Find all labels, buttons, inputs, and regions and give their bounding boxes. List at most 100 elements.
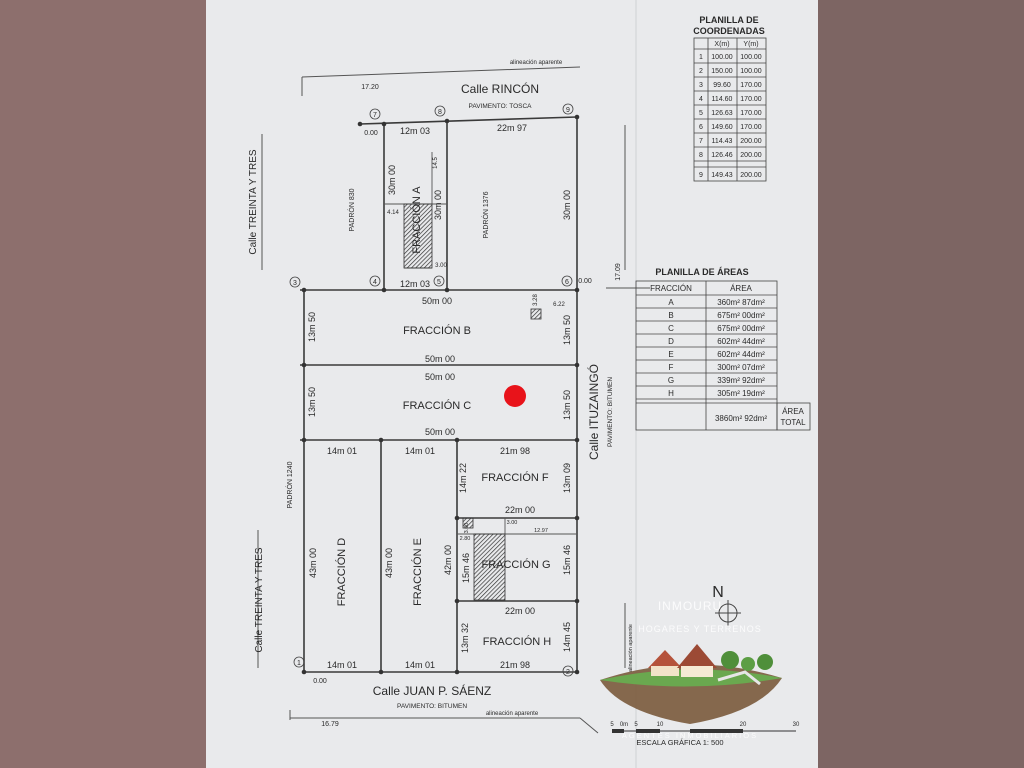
coord-table-title-1: PLANILLA DE: [699, 15, 758, 25]
point-1: 1: [297, 660, 301, 667]
coord-row-2-id: 2: [699, 68, 703, 75]
scale-label: ESCALA GRÁFICA 1: 500: [636, 738, 723, 747]
area-row-h-name: H: [668, 389, 674, 398]
street-rincon-pavement: PAVIMENTO: TOSCA: [469, 103, 533, 110]
dim-0-00-top: 0.00: [364, 130, 378, 137]
coord-row-8-id: 8: [699, 152, 703, 159]
point-4: 4: [373, 279, 377, 286]
dim-17-20: 17.20: [361, 84, 379, 91]
dim-3-00-c: 3.00: [507, 520, 518, 526]
dim-50m00-a: 50m 00: [422, 296, 452, 306]
dim-15m46-b: 15m 46: [562, 545, 572, 575]
watermark-footer: AGENTES INMOBILIARIOS: [622, 731, 758, 740]
coord-row-3-y: 170.00: [740, 82, 762, 89]
street-treinta-y-tres-bottom: Calle TREINTA Y TRES: [254, 547, 265, 653]
scale-tick-6: 30: [793, 722, 800, 728]
point-7: 7: [373, 112, 377, 119]
dim-0-00-bottom: 0.00: [313, 678, 327, 685]
padron-830: PADRÓN 830: [347, 188, 356, 231]
area-total-label-2: TOTAL: [780, 418, 806, 427]
dim-12m03-bottom: 12m 03: [400, 279, 430, 289]
area-row-a-value: 360m² 87dm²: [717, 298, 765, 307]
coord-row-5-id: 5: [699, 110, 703, 117]
fraccion-c-label: FRACCIÓN C: [403, 399, 472, 412]
point-2: 2: [566, 669, 570, 676]
coordinates-table: PLANILLA DE COORDENADAS X(m) Y(m) 1 100.…: [693, 15, 767, 182]
coord-row-3-id: 3: [699, 82, 703, 89]
area-total-label-1: ÁREA: [782, 407, 804, 416]
dim-43m00-a: 43m 00: [308, 548, 318, 578]
point-3: 3: [293, 280, 297, 287]
area-row-e-value: 602m² 44dm²: [717, 350, 765, 359]
dim-13m32: 13m 32: [460, 623, 470, 653]
street-saenz: Calle JUAN P. SÁENZ: [373, 683, 491, 698]
dim-14m22: 14m 22: [458, 463, 468, 493]
alignment-label-top: alineación aparente: [510, 60, 563, 66]
dim-22m97: 22m 97: [497, 123, 527, 133]
fraccion-f-label: FRACCIÓN F: [481, 471, 549, 484]
street-ituzaingo-pavement: PAVIMENTO: BITUMEN: [607, 377, 614, 447]
dim-43m00-b: 43m 00: [384, 548, 394, 578]
vertex-dots: [301, 114, 580, 675]
dim-30m00-c: 30m 00: [562, 190, 572, 220]
north-arrow: N: [712, 584, 741, 626]
coord-row-1-y: 100.00: [740, 54, 762, 61]
area-row-a-name: A: [668, 298, 674, 307]
alignment-label-right: alineación aparente: [628, 624, 634, 672]
area-table-title: PLANILLA DE ÁREAS: [655, 267, 748, 277]
dim-16-79: 16.79: [321, 721, 339, 728]
watermark-brand: INMOURU: [658, 599, 722, 613]
dim-3-00-b: 3.00: [464, 523, 470, 534]
fraccion-d-label: FRACCIÓN D: [335, 538, 348, 607]
dim-22m00-a: 22m 00: [505, 505, 535, 515]
fraccion-a-label: FRACCIÓN A: [410, 186, 423, 254]
coord-row-9-x: 149.43: [711, 172, 733, 179]
coord-row-1-x: 100.00: [711, 54, 733, 61]
dim-14m45: 14m 45: [562, 622, 572, 652]
areas-table: PLANILLA DE ÁREAS FRACCIÓN ÁREA A 360m² …: [635, 267, 811, 431]
lot-lines: [300, 116, 578, 673]
dim-12m03-top: 12m 03: [400, 126, 430, 136]
fraccion-b-label: FRACCIÓN B: [403, 324, 471, 337]
area-row-g-value: 339m² 92dm²: [717, 376, 765, 385]
point-8: 8: [438, 109, 442, 116]
coord-row-6-x: 149.60: [711, 124, 733, 131]
dim-13m50-c: 13m 50: [307, 387, 317, 417]
dim-0-00-right: 0.00: [578, 278, 592, 285]
area-header-fraccion: FRACCIÓN: [650, 284, 692, 293]
coord-row-6-y: 170.00: [740, 124, 762, 131]
point-9: 9: [566, 107, 570, 114]
dim-42m00: 42m 00: [443, 545, 453, 575]
dim-50m00-b: 50m 00: [425, 354, 455, 364]
road-lines: [257, 66, 650, 734]
area-total-value: 3860m² 92dm²: [715, 414, 767, 423]
dim-22m00-b: 22m 00: [505, 606, 535, 616]
dim-14m01-a: 14m 01: [327, 446, 357, 456]
area-row-b-value: 675m² 00dm²: [717, 311, 765, 320]
dim-3-00-a: 3.00: [435, 263, 447, 269]
dim-21m98-a: 21m 98: [500, 446, 530, 456]
dim-17-09: 17.09: [615, 263, 622, 281]
dim-30m00-b: 30m 00: [433, 190, 443, 220]
point-6: 6: [565, 279, 569, 286]
padron-1240: PADRÓN 1240: [285, 461, 294, 508]
coord-row-9-id: 9: [699, 172, 703, 179]
coord-row-4-y: 170.00: [740, 96, 762, 103]
fraccion-e-label: FRACCIÓN E: [411, 538, 424, 606]
coord-row-1-id: 1: [699, 54, 703, 61]
scale-tick-4: 10: [657, 722, 664, 728]
dim-4-14: 4.14: [387, 210, 399, 216]
area-row-d-value: 602m² 44dm²: [717, 337, 765, 346]
scale-tick-2: 0m: [620, 722, 628, 728]
coord-row-9-y: 200.00: [740, 172, 762, 179]
coord-row-7-y: 200.00: [740, 138, 762, 145]
coord-row-4-id: 4: [699, 96, 703, 103]
scale-bar: 5 0m 5 10 20 30 ESCALA GRÁFICA 1: 500: [610, 722, 800, 747]
coord-row-7-x: 114.43: [712, 138, 733, 145]
dim-14m01-b: 14m 01: [405, 446, 435, 456]
point-markers: 7 8 9 4 5 6 3 1 2: [289, 103, 574, 677]
coord-row-3-x: 99.60: [713, 82, 731, 89]
area-row-h-value: 305m² 19dm²: [717, 389, 765, 398]
area-row-c-value: 675m² 00dm²: [717, 324, 765, 333]
